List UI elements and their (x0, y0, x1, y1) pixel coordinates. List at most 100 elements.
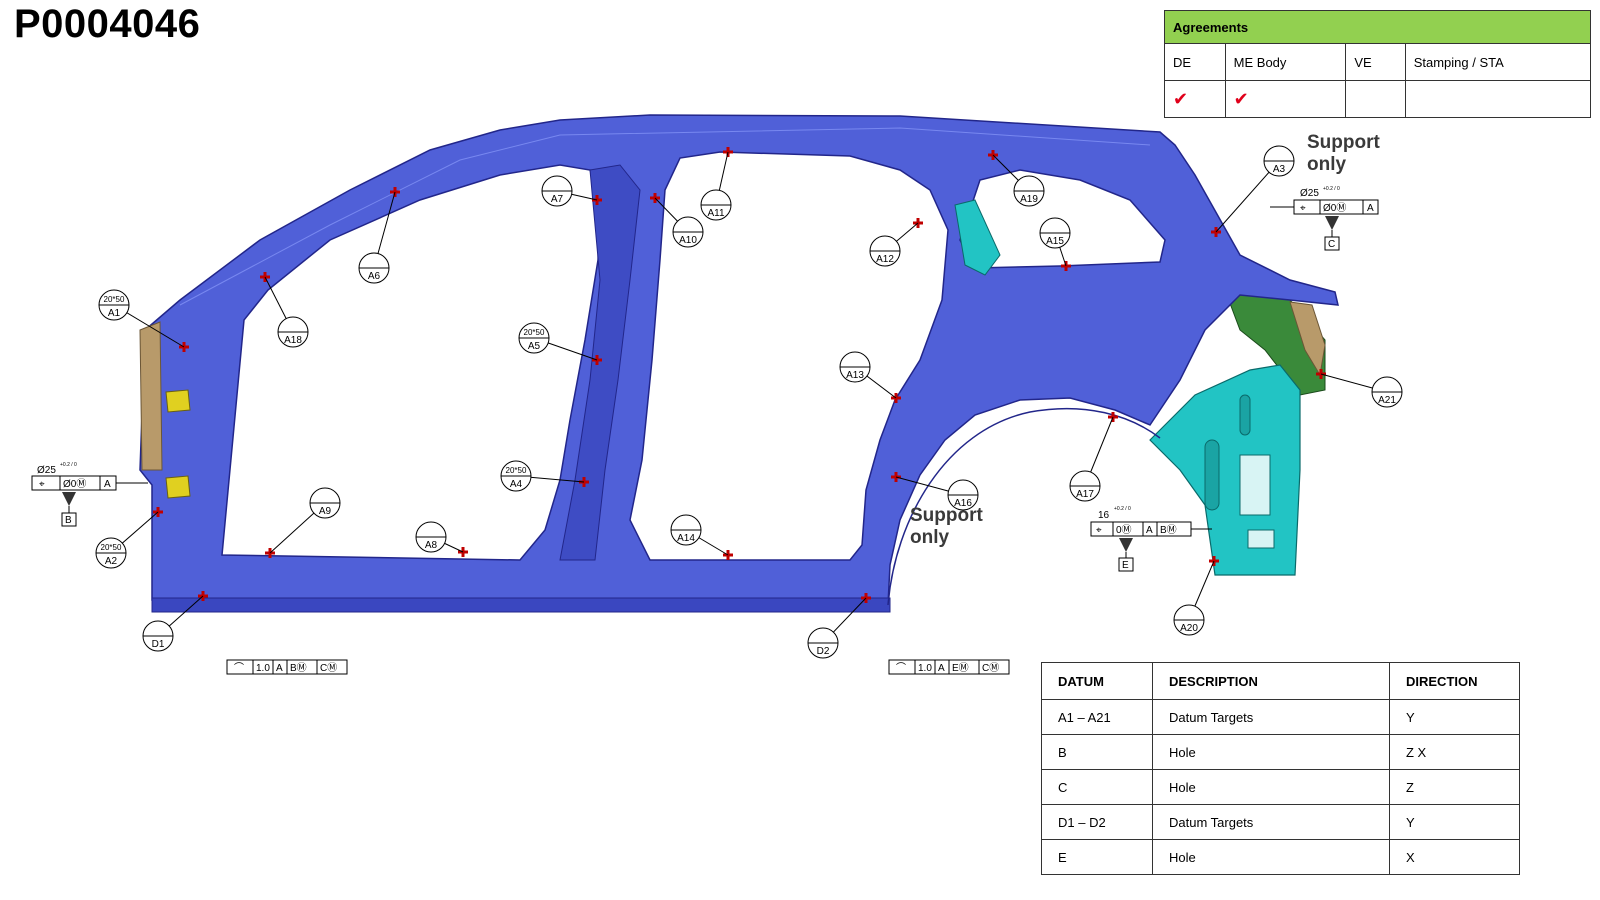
support-only-note-2-line-2: only (910, 527, 949, 548)
agreements-col-stamping: Stamping / STA (1404, 43, 1592, 81)
fcf-c-tol: +0.2 / 0 (1323, 186, 1340, 192)
position-icon: ⌖ (39, 479, 45, 490)
datum-cell: A1 – A21 (1041, 699, 1153, 735)
target-id-a20: A20 (1180, 623, 1198, 634)
datum-c-label: C (1328, 239, 1335, 250)
datum-header-description: DESCRIPTION (1152, 662, 1390, 700)
target-id-a6: A6 (368, 271, 381, 282)
rear-tan-part (1289, 301, 1326, 377)
wheel-arch-edge (887, 407, 1161, 606)
agreements-col-ve: VE (1345, 43, 1406, 81)
fcf-e-datum-b: BⓂ (1160, 524, 1177, 536)
target-size-a2: 20*50 (101, 543, 122, 552)
fcf-d1-datum-b: BⓂ (290, 662, 307, 674)
target-id-a8: A8 (425, 540, 438, 551)
target-id-a4: A4 (510, 479, 523, 490)
position-icon: ⌖ (1300, 203, 1306, 214)
fcf-e-tol: +0.2 / 0 (1114, 506, 1131, 512)
agreements-title: Agreements (1164, 10, 1591, 44)
target-size-a1: 20*50 (104, 295, 125, 304)
fcf-e-datum-a: A (1146, 525, 1153, 536)
fcf-b-dia: Ø25 (37, 465, 56, 476)
profile-icon: ⌒ (234, 662, 244, 674)
document-id: P0004046 (14, 2, 201, 46)
fcf-d1-tol: 1.0 (256, 663, 270, 674)
support-only-note-1-line-2: only (1307, 154, 1346, 175)
fcf-e-dia: 16 (1098, 510, 1110, 521)
fcf-d2-profile: ⌒ 1.0 A EⓂ CⓂ (888, 659, 1010, 675)
datum-header-direction: DIRECTION (1389, 662, 1520, 700)
fcf-b-hole: Ø25 +0.2 / 0 ⌖ Ø0Ⓜ A B (31, 462, 148, 527)
datum-e-label: E (1122, 560, 1129, 571)
target-id-a21: A21 (1378, 395, 1396, 406)
target-id-a5: A5 (528, 341, 541, 352)
leader-line-a3 (1215, 160, 1280, 233)
check-stamping (1404, 80, 1592, 118)
target-id-a14: A14 (677, 533, 695, 544)
check-me-body-icon: ✔ (1224, 80, 1347, 118)
target-size-a4: 20*50 (506, 466, 527, 475)
target-id-a13: A13 (846, 370, 864, 381)
datum-b-label: B (65, 515, 72, 526)
direction-cell: Y (1389, 804, 1520, 840)
support-only-note-2-line-1: Support (910, 505, 983, 526)
cyan-window-2 (1247, 529, 1275, 549)
target-id-d1: D1 (152, 639, 165, 650)
agreements-col-me-body: ME Body (1224, 43, 1347, 81)
fcf-c-dia: Ø25 (1300, 188, 1319, 199)
fcf-d2-datum-e: EⓂ (952, 662, 969, 674)
fcf-c-datum-ref: A (1367, 203, 1374, 214)
target-id-a7: A7 (551, 194, 564, 205)
target-id-a12: A12 (876, 254, 894, 265)
target-id-a9: A9 (319, 506, 332, 517)
cyan-wheelhouse-part (1149, 364, 1301, 576)
fcf-c-hole: Ø25 +0.2 / 0 ⌖ Ø0Ⓜ A C (1270, 186, 1379, 251)
fcf-e-hole: 16 +0.2 / 0 ⌖ 0Ⓜ A BⓂ E (1090, 506, 1212, 572)
cyan-window-1 (1239, 454, 1271, 516)
fcf-d2-tol: 1.0 (918, 663, 932, 674)
position-icon: ⌖ (1096, 525, 1102, 536)
support-only-note-1-line-1: Support (1307, 132, 1380, 153)
cyan-slot (1204, 439, 1220, 511)
b-pillar-detail (559, 164, 641, 561)
target-id-a15: A15 (1046, 236, 1064, 247)
target-id-d2: D2 (817, 646, 830, 657)
target-id-a1: A1 (108, 308, 121, 319)
fcf-d1-profile: ⌒ 1.0 A BⓂ CⓂ (226, 659, 348, 675)
target-id-a2: A2 (105, 556, 118, 567)
fcf-d2-datum-c: CⓂ (982, 662, 999, 674)
fcf-d1-datum-c: CⓂ (320, 662, 337, 674)
target-id-a18: A18 (284, 335, 302, 346)
description-cell: Datum Targets (1152, 804, 1390, 840)
target-id-a11: A11 (707, 208, 724, 219)
target-id-a19: A19 (1020, 194, 1038, 205)
lower-hinge-bracket (165, 475, 191, 499)
check-de-icon: ✔ (1164, 80, 1226, 118)
target-id-a10: A10 (679, 235, 697, 246)
fcf-b-datum-ref: A (104, 479, 111, 490)
rocker-panel (151, 597, 891, 613)
target-callouts: A120*50A220*50A3A420*50A520*50A6A7A8A9A1… (95, 145, 1403, 659)
front-tan-part (139, 321, 163, 471)
target-id-a17: A17 (1076, 489, 1094, 500)
c-pillar-bracket (954, 199, 1001, 276)
upper-hinge-bracket (165, 389, 191, 413)
cyan-slot-2 (1239, 394, 1251, 436)
fcf-c-tol-cell: Ø0Ⓜ (1323, 202, 1346, 214)
fcf-b-tol: +0.2 / 0 (60, 462, 77, 468)
direction-cell: X (1389, 839, 1520, 875)
datum-header-datum: DATUM (1041, 662, 1153, 700)
target-id-a3: A3 (1273, 164, 1286, 175)
fcf-d1-datum-a: A (276, 663, 283, 674)
description-cell: Hole (1152, 839, 1390, 875)
profile-icon: ⌒ (896, 662, 906, 674)
description-cell: Datum Targets (1152, 699, 1390, 735)
fcf-e-tol-cell: 0Ⓜ (1116, 524, 1132, 536)
roof-rail-line (179, 127, 1151, 306)
check-ve (1345, 80, 1406, 118)
